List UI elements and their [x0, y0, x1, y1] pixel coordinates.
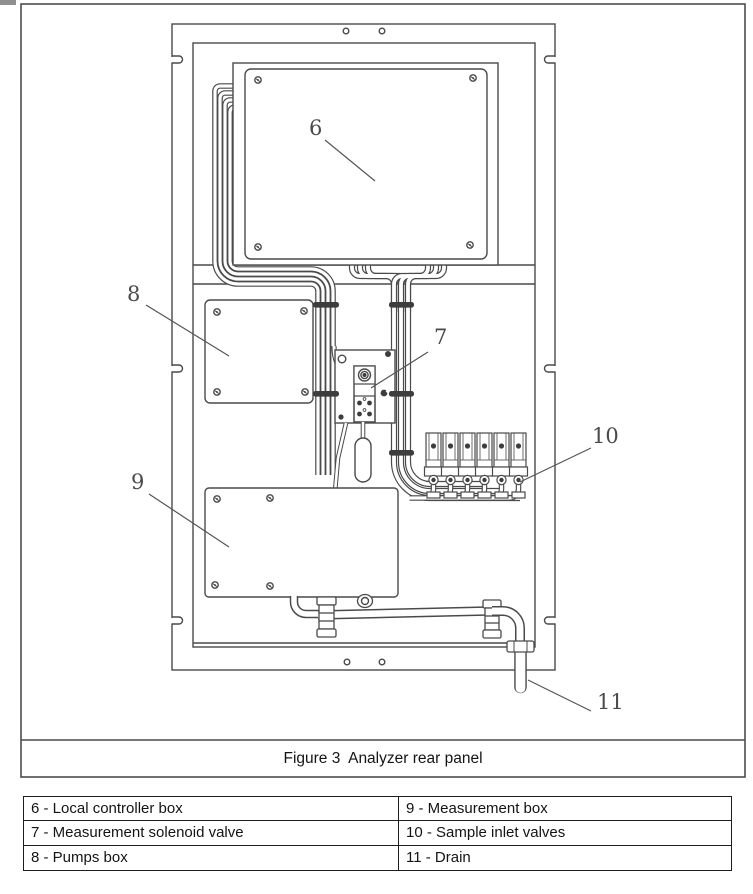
sample-inlet-valves: [423, 432, 529, 499]
drain-nut: [506, 640, 535, 653]
legend-cell-11: 11 - Drain: [406, 849, 471, 867]
sample-inlet-valve: [457, 432, 478, 499]
controller-box-screws: [254, 74, 477, 251]
scan-corner-artifact: [0, 0, 16, 5]
callout-6: 6: [309, 116, 322, 140]
callout-leaders: [145, 139, 592, 712]
legend-cell-6: 6 - Local controller box: [24, 797, 399, 822]
legend-cell-9: 9 - Measurement box: [399, 797, 731, 822]
sample-inlet-valve: [423, 432, 444, 499]
local-controller-box: [232, 62, 499, 266]
drain-pipe-assembly: [289, 593, 535, 694]
sample-inlet-valve: [508, 432, 529, 499]
figure-caption: Figure 3 Analyzer rear panel: [283, 749, 483, 767]
tube-bundle-center: [348, 256, 520, 502]
legend-cell-8: 8 - Pumps box: [24, 845, 399, 870]
trap-capsule: [354, 437, 372, 483]
measurement-box-screws: [211, 494, 274, 590]
measurement-box: [204, 487, 399, 598]
pumps-box-screws: [213, 307, 309, 396]
pipe-flange: [482, 599, 502, 639]
mounting-holes: [342, 27, 386, 666]
callout-8: 8: [127, 282, 140, 306]
mounting-notches: [170, 55, 557, 625]
figure-border: [20, 3, 746, 778]
pipe-clamp: [316, 596, 337, 638]
sample-inlet-valve: [491, 432, 512, 499]
sample-inlet-valve: [474, 432, 495, 499]
cable-bundle-left: [212, 83, 336, 475]
callout-7: 7: [434, 325, 447, 349]
measurement-solenoid-valve: [331, 345, 396, 493]
legend-table: 6 - Local controller box 9 - Measurement…: [23, 796, 732, 871]
callout-9: 9: [131, 470, 144, 494]
pumps-box: [204, 299, 314, 404]
callout-11: 11: [597, 690, 624, 714]
callout-10: 10: [592, 424, 619, 448]
legend-cell-7: 7 - Measurement solenoid valve: [24, 821, 399, 846]
manifold-ports: [357, 400, 372, 417]
tube-clamps: [313, 302, 414, 456]
legend-cell-10: 10 - Sample inlet valves: [399, 821, 731, 846]
sample-inlet-valve: [440, 432, 461, 499]
